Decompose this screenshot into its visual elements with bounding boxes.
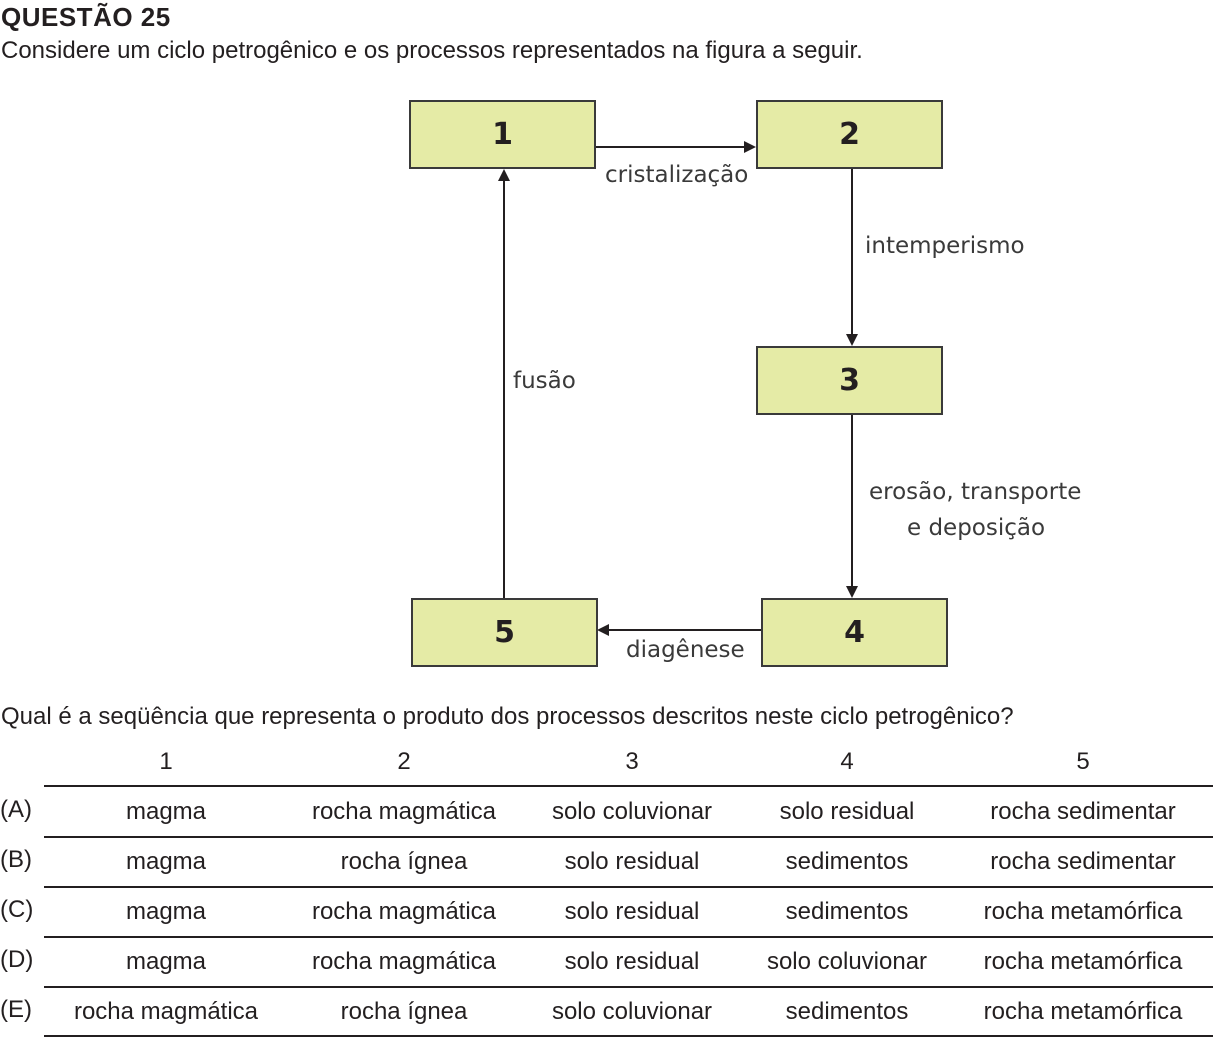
option-letter: (C) <box>0 896 34 923</box>
table-cell: rocha metamórfica <box>983 948 1183 975</box>
option-a[interactable]: (A) magma rocha magmática solo coluviona… <box>0 787 1225 837</box>
table-cell: rocha sedimentar <box>990 848 1176 875</box>
table-cell: rocha ígnea <box>340 848 468 875</box>
table-cell: rocha magmática <box>311 948 497 975</box>
table-cell: rocha magmática <box>73 998 259 1025</box>
table-cell: sedimentos <box>785 848 909 875</box>
box-3: 3 <box>756 346 943 415</box>
label-erosao-line2: e deposição <box>907 515 1046 541</box>
question-statement: Considere um ciclo petrogênico e os proc… <box>1 37 863 64</box>
option-e[interactable]: (E) rocha magmática rocha ígnea solo col… <box>0 987 1225 1037</box>
table-cell: rocha ígnea <box>340 998 468 1025</box>
label-cristalizacao: cristalização <box>605 162 749 188</box>
option-d[interactable]: (D) magma rocha magmática solo residual … <box>0 937 1225 987</box>
table-cell: rocha sedimentar <box>990 798 1176 825</box>
header-col-1: 1 <box>159 748 173 775</box>
box-4: 4 <box>761 598 948 667</box>
table-cell: magma <box>125 898 207 925</box>
rule <box>44 836 1213 838</box>
table-cell: magma <box>125 948 207 975</box>
label-intemperismo: intemperismo <box>865 233 1025 259</box>
question-prompt: Qual é a seqüência que representa o prod… <box>1 703 1014 730</box>
box-5: 5 <box>411 598 598 667</box>
table-cell: sedimentos <box>785 898 909 925</box>
rule <box>44 785 1213 787</box>
table-cell: magma <box>125 798 207 825</box>
header-col-5: 5 <box>1076 748 1090 775</box>
table-cell: rocha metamórfica <box>983 998 1183 1025</box>
label-erosao-line1: erosão, transporte <box>869 479 1082 505</box>
table-cell: solo coluvionar <box>551 998 713 1025</box>
header-col-4: 4 <box>840 748 854 775</box>
question-title: QUESTÃO 25 <box>1 2 171 32</box>
rule <box>44 1035 1213 1037</box>
table-cell: solo residual <box>779 798 915 825</box>
option-letter: (E) <box>0 996 32 1023</box>
table-cell: solo residual <box>564 848 700 875</box>
table-cell: rocha magmática <box>311 898 497 925</box>
option-letter: (B) <box>0 846 32 873</box>
option-c[interactable]: (C) magma rocha magmática solo residual … <box>0 887 1225 937</box>
rule <box>44 886 1213 888</box>
table-cell: solo coluvionar <box>766 948 928 975</box>
header-col-3: 3 <box>625 748 639 775</box>
diagram-arrows <box>498 141 858 636</box>
box-2: 2 <box>756 100 943 169</box>
box-1: 1 <box>409 100 596 169</box>
table-cell: rocha metamórfica <box>983 898 1183 925</box>
rule <box>44 936 1213 938</box>
petrogenic-cycle-diagram: 1 2 3 4 5 cristalização intemperismo ero… <box>409 100 1082 667</box>
table-cell: magma <box>125 848 207 875</box>
label-fusao: fusão <box>513 368 576 394</box>
rule <box>44 986 1213 988</box>
table-cell: solo residual <box>564 898 700 925</box>
table-cell: solo coluvionar <box>551 798 713 825</box>
option-b[interactable]: (B) magma rocha ígnea solo residual sedi… <box>0 837 1225 887</box>
table-header: 1 2 3 4 5 <box>0 740 1225 790</box>
table-cell: rocha magmática <box>311 798 497 825</box>
table-cell: sedimentos <box>785 998 909 1025</box>
option-letter: (D) <box>0 946 34 973</box>
header-col-2: 2 <box>397 748 411 775</box>
option-letter: (A) <box>0 796 32 823</box>
label-diagenese: diagênese <box>626 637 745 663</box>
table-cell: solo residual <box>564 948 700 975</box>
